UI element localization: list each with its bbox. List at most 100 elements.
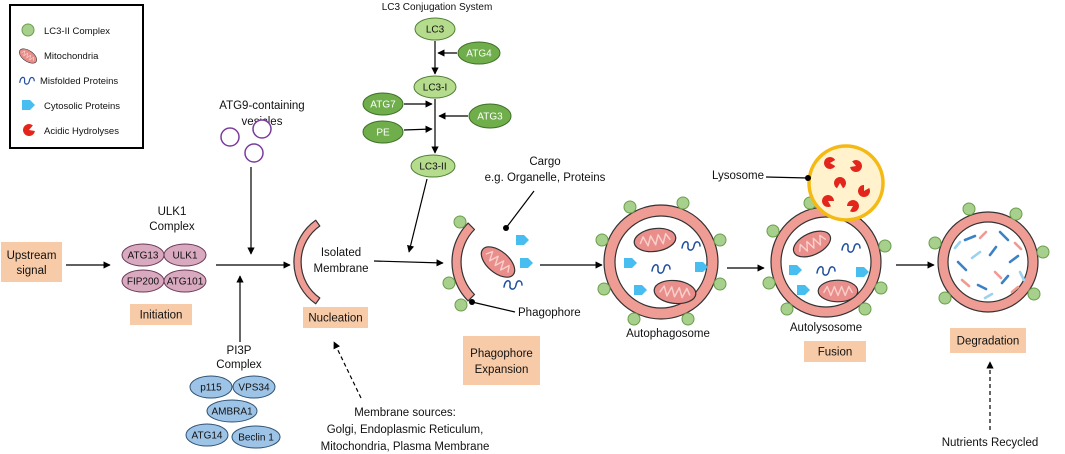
autolysosome-label: Autolysosome — [790, 322, 862, 334]
lc3-ii-complex — [442, 276, 456, 290]
label-pe: PE — [376, 128, 390, 139]
isolated-label-line1: Isolated — [321, 247, 361, 259]
degradation-lumen — [947, 221, 1029, 303]
fusion-box — [804, 341, 866, 362]
label-ulk1: ULK1 — [172, 251, 197, 262]
lc3-ii-complex — [595, 233, 609, 247]
legend-label-cytosolic: Cytosolic Proteins — [44, 101, 120, 112]
legend-label-mitochondria: Mitochondria — [44, 51, 99, 62]
label-p115: p115 — [200, 383, 222, 394]
vesicle — [252, 119, 272, 139]
oval-beclin1 — [231, 425, 281, 449]
lc3-ii-complex — [453, 215, 467, 229]
legend-label-hydrolyses: Acidic Hydrolyses — [44, 126, 119, 137]
protein-fragment — [1013, 241, 1023, 251]
node-pe: PE — [362, 120, 404, 144]
oval-ulk1 — [163, 243, 207, 267]
pi3p-title-line2: Complex — [216, 359, 262, 371]
autophagosome-label: Autophagosome — [626, 328, 710, 340]
arrow-membrane-to-phagophore — [373, 259, 444, 267]
lc3-ii-complex — [454, 298, 468, 312]
lc3-conjugation-system: LC3 Conjugation System LC3 ATG4 LC3-I AT… — [362, 2, 512, 253]
dashed-arrow-membrane-sources — [333, 341, 362, 399]
phagophore-expansion-line2: Expansion — [475, 364, 529, 376]
node-lc3: LC3 — [414, 17, 456, 41]
protein-fragment — [1010, 285, 1020, 294]
phagophore-membrane — [451, 222, 476, 302]
atg9-label-line1: ATG9-containing — [219, 100, 304, 112]
degradation-label: Degradation — [957, 336, 1020, 348]
green-circle-icon — [21, 23, 35, 37]
arrow-pe — [403, 125, 433, 133]
oval-atg14 — [185, 423, 229, 447]
label-lc3: LC3 — [426, 25, 445, 36]
lc3-ii-complex — [713, 233, 727, 247]
oval-lc3 — [414, 17, 456, 41]
upstream-label-line2: signal — [16, 265, 46, 277]
oval-lc3-ii — [410, 154, 456, 178]
membrane-sources-line2: Golgi, Endoplasmic Reticulum, — [327, 424, 484, 436]
node-atg4: ATG4 — [457, 41, 501, 65]
phagophore-stage: Cargo e.g. Organelle, Proteins Phagophor… — [442, 156, 606, 385]
node-lc3-ii: LC3-II — [410, 154, 456, 178]
label-atg7: ATG7 — [370, 100, 396, 111]
lc3-ii-complex — [597, 282, 611, 296]
degraded-fragments — [953, 230, 1026, 300]
lc3-ii-complex — [762, 276, 776, 290]
ulk1-title-line1: ULK1 — [158, 206, 187, 218]
protein-fragment — [963, 234, 977, 242]
label-lc3-i: LC3-I — [423, 83, 447, 94]
lc3-ii-complex — [928, 236, 942, 250]
protein-fragment — [993, 270, 1003, 280]
protein-fragment — [953, 240, 962, 250]
oval-atg7 — [362, 92, 404, 116]
membrane-sources-line3: Mitochondria, Plasma Membrane — [321, 441, 490, 453]
lc3-ii-complex — [681, 312, 695, 326]
phagophore-expansion-line1: Phagophore — [470, 348, 533, 360]
legend-label-misfolded: Misfolded Proteins — [40, 76, 118, 87]
membrane-sources-line1: Membrane sources: — [354, 407, 456, 419]
label-beclin1: Beclin 1 — [238, 433, 274, 444]
label-ambra1: AMBRA1 — [211, 407, 253, 418]
lc3-ii-complex — [938, 291, 952, 305]
protein-fragment — [988, 245, 998, 257]
phagophore-pointer-dot — [469, 299, 475, 305]
phagophore-expansion-box — [463, 336, 540, 385]
lc3-ii-complex — [627, 312, 641, 326]
atg9-vesicles: ATG9-containing vesicles — [219, 100, 305, 255]
isolated-membrane-stage: Isolated Membrane Nucleation — [293, 219, 444, 328]
initiation-label: Initiation — [140, 310, 183, 322]
misfolded-protein — [503, 279, 523, 290]
nucleation-label: Nucleation — [308, 313, 362, 325]
mitochondrion — [817, 279, 859, 303]
cargo-pointer-line — [505, 190, 535, 229]
phagophore-label: Phagophore — [518, 307, 581, 319]
protein-fragment — [956, 260, 968, 272]
lc3-ii-complex — [1036, 245, 1050, 259]
protein-fragment — [976, 283, 988, 291]
initiation-box — [130, 304, 192, 325]
nucleation-box — [303, 307, 368, 328]
label-fip200: FIP200 — [127, 277, 160, 288]
node-atg3: ATG3 — [468, 103, 512, 129]
pi3p-complex: PI3P Complex p115 VPS34 AMBRA1 ATG14 Bec… — [185, 275, 281, 449]
oval-atg4 — [457, 41, 501, 65]
lc3-ii-complex — [874, 281, 888, 295]
cargo-pointer-dot — [503, 225, 509, 231]
lysosome — [807, 144, 885, 222]
protein-fragment — [1008, 254, 1020, 264]
lc3-ii-complex — [676, 196, 690, 210]
upstream-label-line1: Upstream — [7, 250, 57, 262]
label-atg4: ATG4 — [466, 49, 492, 60]
vesicle — [244, 143, 264, 163]
cargo-label-line1: Cargo — [529, 156, 560, 168]
isolated-label-line2: Membrane — [314, 263, 369, 275]
oval-ambra1 — [206, 399, 258, 423]
protein-fragment — [1000, 274, 1010, 285]
degradation-stage: Degradation Nutrients Recycled — [928, 202, 1050, 449]
oval-lc3-i — [413, 75, 457, 99]
protein-fragment — [960, 278, 971, 288]
membrane-sources: Membrane sources: Golgi, Endoplasmic Ret… — [321, 341, 490, 453]
ulk1-title-line2: Complex — [149, 221, 195, 233]
protein-fragment — [978, 230, 988, 240]
